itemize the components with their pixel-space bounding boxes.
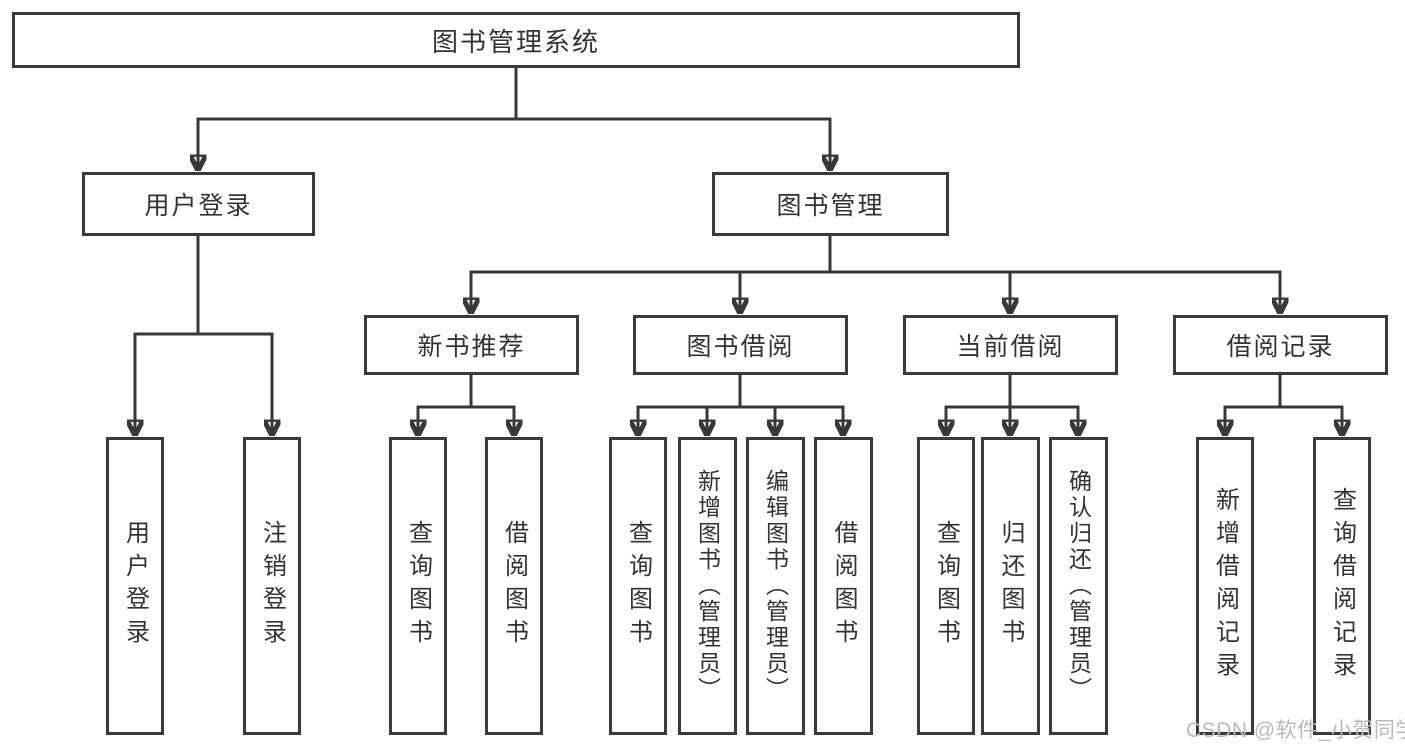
connector-newbook-leaf2 — [469, 375, 514, 431]
node-label: 借阅图书 — [830, 520, 857, 652]
node-label: 查询借阅记录 — [1328, 487, 1356, 685]
connector-bookborrow-leaf3 — [738, 375, 775, 431]
leaf-query-books-newbook: 查询图书 — [389, 437, 447, 735]
connector-root-to-user-login — [198, 68, 518, 166]
node-library-management-system: 图书管理系统 — [12, 12, 1020, 68]
leaf-query-books-current: 查询图书 — [917, 437, 975, 735]
node-label: 注销登录 — [258, 520, 286, 652]
node-label: 图书管理系统 — [431, 26, 600, 57]
node-label: 用户登录 — [121, 520, 149, 652]
connector-bookborrow-leaf1 — [638, 375, 742, 431]
node-label: 确认归还（管理员） — [1065, 469, 1092, 703]
leaf-return-books: 归还图书 — [981, 437, 1040, 735]
leaf-logout: 注销登录 — [243, 437, 301, 735]
connector-records-leaf2 — [1278, 375, 1342, 431]
node-new-book-recommend: 新书推荐 — [364, 315, 579, 375]
node-label: 新书推荐 — [417, 333, 526, 361]
node-label: 新增图书（管理员） — [694, 469, 721, 703]
connector-bookborrow-leaf4 — [738, 375, 843, 431]
leaf-add-book-admin: 新增图书（管理员） — [678, 437, 737, 735]
node-label: 借阅图书 — [500, 520, 528, 652]
node-borrowing-records: 借阅记录 — [1173, 315, 1388, 375]
leaf-query-borrow-record: 查询借阅记录 — [1313, 437, 1371, 735]
node-label: 查询图书 — [624, 520, 652, 652]
leaf-add-borrow-record: 新增借阅记录 — [1196, 437, 1254, 735]
connector-login-to-leaf-login — [135, 236, 200, 431]
node-current-borrowing: 当前借阅 — [903, 315, 1118, 375]
connector-currentborrow-leaf3 — [1008, 375, 1078, 431]
connector-login-to-leaf-logout — [196, 236, 272, 431]
node-user-login: 用户登录 — [82, 172, 315, 236]
leaf-confirm-return-admin: 确认归还（管理员） — [1049, 437, 1108, 735]
connector-currentborrow-leaf1 — [946, 375, 1012, 431]
csdn-watermark: CSDN @软件_小贺同学 — [1186, 719, 1405, 742]
connector-newbook-leaf1 — [418, 375, 473, 431]
leaf-edit-book-admin: 编辑图书（管理员） — [746, 437, 805, 735]
node-label: 新增借阅记录 — [1211, 487, 1239, 685]
node-label: 查询图书 — [404, 520, 432, 652]
leaf-user-login: 用户登录 — [106, 437, 164, 735]
connector-bookborrow-leaf2 — [707, 375, 742, 431]
connector-mgmt-to-book-borrow — [740, 236, 832, 309]
node-label: 当前借阅 — [956, 333, 1065, 361]
node-label: 借阅记录 — [1226, 333, 1335, 361]
node-book-borrowing: 图书借阅 — [633, 315, 848, 375]
node-label: 归还图书 — [997, 520, 1024, 652]
connector-mgmt-to-borrow-records — [828, 236, 1280, 309]
node-label: 编辑图书（管理员） — [762, 469, 789, 703]
connector-records-leaf1 — [1225, 375, 1282, 431]
node-book-management: 图书管理 — [712, 172, 949, 236]
node-label: 图书管理 — [776, 192, 885, 220]
node-label: 图书借阅 — [686, 333, 795, 361]
node-label: 查询图书 — [932, 520, 960, 652]
connector-root-to-book-management — [514, 68, 830, 166]
leaf-query-books-borrow: 查询图书 — [609, 437, 667, 735]
leaf-borrow-books-newbook: 借阅图书 — [485, 437, 543, 735]
leaf-borrow-books-borrow: 借阅图书 — [814, 437, 873, 735]
node-label: 用户登录 — [144, 192, 253, 220]
